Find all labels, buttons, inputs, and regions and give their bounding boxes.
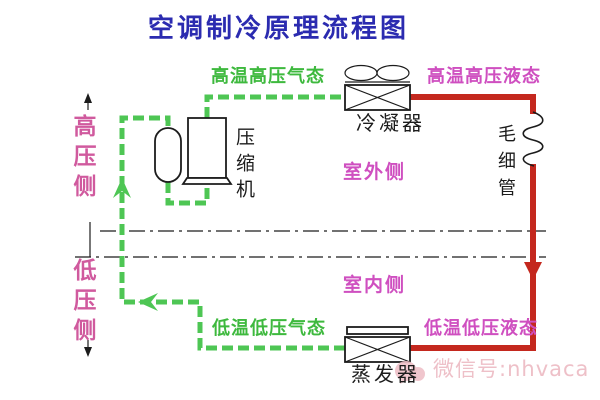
gas-pipe-return xyxy=(119,115,345,351)
label-low-pressure-side: 低压侧 xyxy=(69,258,95,348)
capillary-coil-symbol xyxy=(522,111,544,167)
condenser-x xyxy=(344,84,411,111)
label-high-pressure-side: 高压侧 xyxy=(69,114,95,204)
compressor-base xyxy=(181,177,233,185)
wechat-icon xyxy=(394,361,425,384)
label-condenser: 冷凝器 xyxy=(356,111,425,135)
watermark-text: 微信号:nhvaca xyxy=(433,357,590,381)
diagram-title: 空调制冷原理流程图 xyxy=(148,14,410,44)
label-compressor: 压缩机 xyxy=(233,127,255,205)
condenser-fan-blade-icon xyxy=(344,64,378,82)
compressor-body xyxy=(187,117,227,179)
accumulator-capsule xyxy=(154,127,182,183)
evaporator-lid xyxy=(346,326,409,335)
liquid-pipe-to-capillary xyxy=(410,94,536,114)
label-liquid-high: 高温高压液态 xyxy=(427,66,541,87)
low-side-down-arrowhead xyxy=(84,347,92,357)
condenser-fan-blade-icon xyxy=(376,64,410,82)
label-indoor-zone: 室内侧 xyxy=(343,274,407,296)
gas-pipe-accumulator-to-compressor xyxy=(165,182,210,206)
label-outdoor-zone: 室外侧 xyxy=(343,161,407,183)
gas-pipe-discharge xyxy=(204,94,345,118)
label-gas-high: 高温高压气态 xyxy=(211,66,325,87)
gas-flow-up-arrow xyxy=(113,178,131,198)
high-side-up-arrowhead xyxy=(84,93,92,103)
liquid-pipe-to-evaporator xyxy=(410,164,536,351)
label-gas-low: 低温低压气态 xyxy=(212,318,326,339)
label-evaporator: 蒸发器 xyxy=(351,362,420,386)
gas-flow-left-arrow xyxy=(138,293,158,311)
liquid-flow-down-arrow xyxy=(524,262,542,280)
evaporator-x xyxy=(344,336,411,363)
label-capillary: 毛细管 xyxy=(495,124,516,205)
label-liquid-low: 低温低压液态 xyxy=(424,318,538,339)
